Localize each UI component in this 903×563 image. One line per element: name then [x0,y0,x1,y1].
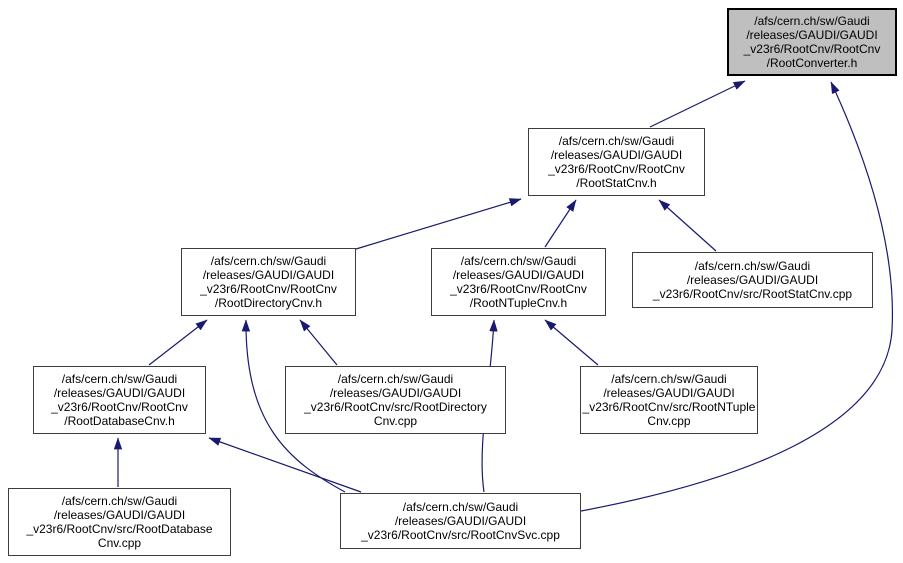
edge-root-ntuple-cnv-h-to-root-stat-cnv-h [544,199,577,248]
node-label-line: /afs/cern.ch/sw/Gaudi [61,372,178,386]
node-label-line: _v23r6/RootCnv/RootCnv [450,282,587,296]
edge-root-stat-cnv-cpp-to-root-stat-cnv-h [658,199,717,252]
edge-root-directory-cnv-cpp-to-root-directory-cnv-h [299,319,338,366]
node-label-line: /releases/GAUDI/GAUDI [452,268,585,282]
node-label-line: Cnv.cpp [373,414,418,428]
node-label-line: /afs/cern.ch/sw/Gaudi [754,14,870,28]
node-label-line: _v23r6/RootCnv/src/RootDirectory [304,400,487,414]
node-label-line: _v23r6/RootCnv/src/RootCnvSvc.cpp [361,528,560,542]
node-root-database-cnv-h[interactable]: /afs/cern.ch/sw/Gaudi /releases/GAUDI/GA… [33,366,206,434]
node-label-line: /afs/cern.ch/sw/Gaudi [210,254,327,268]
node-label-line: /afs/cern.ch/sw/Gaudi [460,254,577,268]
node-label-line: _v23r6/RootCnv/src/RootStatCnv.cpp [652,287,853,301]
node-label-line: _v23r6/RootCnv/RootCnv [743,42,881,56]
node-label-line: /RootNTupleCnv.h [469,296,568,310]
node-label-line: /releases/GAUDI/GAUDI [53,508,186,522]
node-root-directory-cnv-h[interactable]: /afs/cern.ch/sw/Gaudi /releases/GAUDI/GA… [181,248,356,316]
edge-root-cnv-svc-cpp-to-root-converter-h [580,81,894,512]
node-root-converter-h: /afs/cern.ch/sw/Gaudi /releases/GAUDI/GA… [727,8,897,76]
node-label-line: /releases/GAUDI/GAUDI [550,148,683,162]
node-label-line: /releases/GAUDI/GAUDI [329,386,462,400]
node-label-line: /releases/GAUDI/GAUDI [603,386,735,400]
node-root-ntuple-cnv-cpp[interactable]: /afs/cern.ch/sw/Gaudi /releases/GAUDI/GA… [580,366,758,434]
node-label-line: _v23r6/RootCnv/src/RootNTuple [582,400,756,414]
node-label-line: /afs/cern.ch/sw/Gaudi [558,134,675,148]
node-label-line: /RootStatCnv.h [576,176,657,190]
node-label-line: /releases/GAUDI/GAUDI [53,386,186,400]
node-label-line: /releases/GAUDI/GAUDI [686,273,819,287]
node-label-line: /RootConverter.h [766,56,858,70]
node-label-line: /afs/cern.ch/sw/Gaudi [611,372,727,386]
node-root-cnv-svc-cpp[interactable]: /afs/cern.ch/sw/Gaudi /releases/GAUDI/GA… [340,493,581,549]
node-label-line: _v23r6/RootCnv/RootCnv [200,282,337,296]
node-label-line: /releases/GAUDI/GAUDI [202,268,335,282]
edge-root-directory-cnv-h-to-root-stat-cnv-h [355,198,522,250]
node-label-line: Cnv.cpp [97,536,142,550]
edge-root-cnv-svc-cpp-to-root-database-cnv-h [208,437,362,493]
node-root-ntuple-cnv-h[interactable]: /afs/cern.ch/sw/Gaudi /releases/GAUDI/GA… [431,248,606,316]
node-label-line: /afs/cern.ch/sw/Gaudi [61,494,178,508]
node-label-line: _v23r6/RootCnv/RootCnv [51,400,188,414]
node-label-line: /afs/cern.ch/sw/Gaudi [337,372,454,386]
edge-root-stat-cnv-h-to-root-converter-h [649,80,746,128]
node-root-stat-cnv-h[interactable]: /afs/cern.ch/sw/Gaudi /releases/GAUDI/GA… [528,128,705,196]
node-root-directory-cnv-cpp[interactable]: /afs/cern.ch/sw/Gaudi /releases/GAUDI/GA… [285,366,506,434]
node-label-line: /releases/GAUDI/GAUDI [394,514,527,528]
node-root-database-cnv-cpp[interactable]: /afs/cern.ch/sw/Gaudi /releases/GAUDI/GA… [8,488,231,556]
edge-root-ntuple-cnv-cpp-to-root-ntuple-cnv-h [544,319,599,366]
edge-root-database-cnv-h-to-root-directory-cnv-h [148,319,208,366]
node-label-line: /afs/cern.ch/sw/Gaudi [694,259,811,273]
node-label-line: /RootDirectoryCnv.h [214,296,323,310]
node-label-line: /afs/cern.ch/sw/Gaudi [402,500,519,514]
node-label-line: /releases/GAUDI/GAUDI [746,28,878,42]
node-label-line: Cnv.cpp [647,414,691,428]
node-label-line: /RootDatabaseCnv.h [64,414,175,428]
node-label-line: _v23r6/RootCnv/src/RootDatabase [26,522,213,536]
node-label-line: _v23r6/RootCnv/RootCnv [548,162,685,176]
edge-root-cnv-svc-cpp-to-root-directory-cnv-h [241,319,346,493]
node-root-stat-cnv-cpp[interactable]: /afs/cern.ch/sw/Gaudi /releases/GAUDI/GA… [632,252,873,308]
